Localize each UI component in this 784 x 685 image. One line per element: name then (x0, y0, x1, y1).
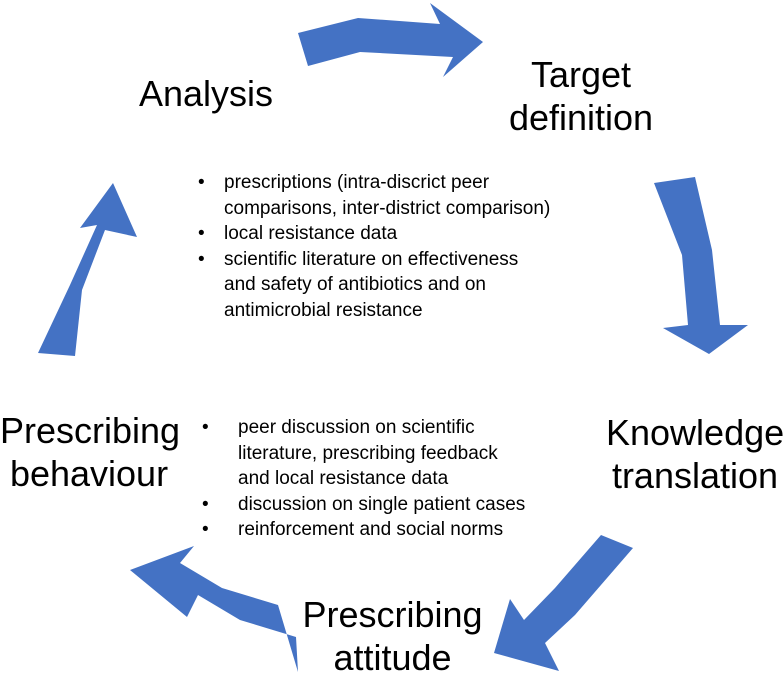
stage-target-definition: Target definition (502, 53, 660, 139)
analysis-input-item: • scientific literature on effectiveness… (196, 247, 550, 324)
arrow-analysis-to-target (298, 3, 483, 77)
analysis-input-line: scientific literature on effectiveness (224, 248, 519, 270)
bullet-symbol: • (198, 172, 205, 193)
knowledge-activity-item: • reinforcement and social norms (200, 517, 525, 543)
stage-prescribing-behaviour: Prescribing behaviour (0, 409, 181, 495)
knowledge-activity-line: discussion on single patient cases (238, 493, 526, 515)
stage-prescribing-behaviour-line-1: Prescribing (0, 410, 181, 451)
bullet-symbol: • (202, 519, 209, 540)
analysis-input-line: prescriptions (intra-discrict peer (224, 172, 490, 193)
analysis-input-item: • local resistance data (196, 221, 550, 247)
stage-target-definition-line-1: Target (530, 54, 632, 95)
stage-analysis: Analysis (139, 72, 273, 115)
stage-prescribing-attitude: Prescribing attitude (300, 593, 485, 679)
stage-knowledge-translation-line-1: Knowledge (606, 412, 784, 453)
stage-prescribing-behaviour-line-2: behaviour (9, 453, 169, 494)
analysis-input-line: comparisons, inter-district comparison) (224, 197, 551, 219)
knowledge-activity-item: • peer discussion on scientific literatu… (200, 415, 525, 492)
bullet-symbol: • (202, 493, 209, 515)
knowledge-activity-line: reinforcement and social norms (238, 519, 504, 540)
knowledge-activity-item: • discussion on single patient cases (200, 492, 525, 518)
stage-knowledge-translation: Knowledge translation (606, 411, 784, 497)
analysis-inputs-list: • prescriptions (intra-discrict peer com… (196, 170, 550, 323)
analysis-input-line: antimicrobial resistance (224, 299, 423, 321)
knowledge-activities-list: • peer discussion on scientific literatu… (200, 415, 525, 543)
bullet-symbol: • (198, 223, 205, 244)
analysis-input-item: • prescriptions (intra-discrict peer com… (196, 170, 550, 221)
arrow-target-to-knowledge (654, 177, 748, 354)
stage-target-definition-line-2: definition (508, 97, 654, 138)
arrow-knowledge-to-attitude (494, 535, 633, 671)
stage-prescribing-attitude-line-2: attitude (333, 637, 452, 678)
stage-knowledge-translation-line-2: translation (611, 455, 779, 496)
knowledge-activity-line: peer discussion on scientific (238, 417, 475, 438)
knowledge-activity-line: literature, prescribing feedback (238, 442, 498, 464)
stage-prescribing-attitude-line-1: Prescribing (302, 594, 483, 635)
analysis-input-line: local resistance data (224, 223, 398, 244)
arrow-behaviour-to-analysis (38, 183, 137, 356)
bullet-symbol: • (198, 248, 205, 270)
stage-analysis-label: Analysis (139, 73, 274, 114)
bullet-symbol: • (202, 417, 209, 438)
knowledge-activity-line: and local resistance data (238, 468, 449, 489)
arrow-attitude-to-behaviour (130, 546, 298, 672)
analysis-input-line: and safety of antibiotics and on (224, 274, 486, 295)
